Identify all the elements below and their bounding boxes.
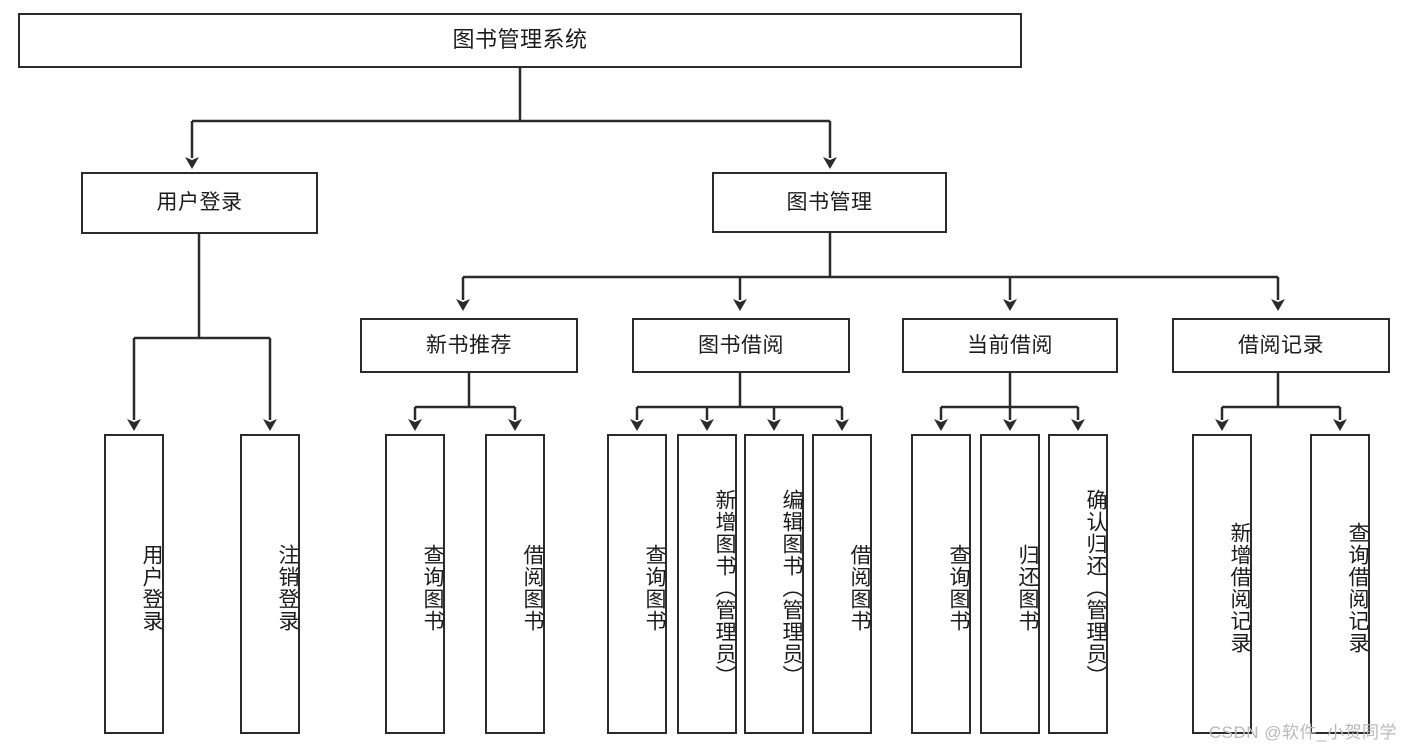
leaf-borrow-book[interactable]: 借阅图书 <box>812 434 872 734</box>
leaf-logout-label: 注销登录 <box>276 544 299 632</box>
leaf-query-book-borrow[interactable]: 查询图书 <box>607 434 667 734</box>
node-book-borrow[interactable]: 图书借阅 <box>632 318 850 373</box>
node-new-book-recommend[interactable]: 新书推荐 <box>360 318 578 373</box>
leaf-edit-book-admin[interactable]: 编辑图书（管理员） <box>744 434 804 734</box>
node-user-login[interactable]: 用户登录 <box>81 172 318 234</box>
leaf-query-book-recommend[interactable]: 查询图书 <box>385 434 445 734</box>
leaf-query-book-recommend-label: 查询图书 <box>421 544 444 632</box>
node-current-borrow[interactable]: 当前借阅 <box>902 318 1118 373</box>
leaf-borrow-book-label: 借阅图书 <box>848 544 871 632</box>
leaf-confirm-return-admin[interactable]: 确认归还（管理员） <box>1048 434 1108 734</box>
leaf-logout[interactable]: 注销登录 <box>240 434 300 734</box>
leaf-add-book-admin[interactable]: 新增图书（管理员） <box>677 434 737 734</box>
leaf-return-book-label: 归还图书 <box>1016 544 1039 632</box>
leaf-confirm-return-admin-label: 确认归还（管理员） <box>1084 489 1107 687</box>
node-book-manage[interactable]: 图书管理 <box>712 172 947 233</box>
leaf-user-login[interactable]: 用户登录 <box>104 434 164 734</box>
leaf-return-book[interactable]: 归还图书 <box>980 434 1040 734</box>
leaf-borrow-book-recommend[interactable]: 借阅图书 <box>485 434 545 734</box>
leaf-query-borrow-record[interactable]: 查询借阅记录 <box>1310 434 1370 734</box>
watermark: CSDN @软件_小贺同学 <box>1208 723 1397 742</box>
leaf-query-book-current[interactable]: 查询图书 <box>911 434 971 734</box>
node-root-system[interactable]: 图书管理系统 <box>18 13 1022 68</box>
leaf-query-book-current-label: 查询图书 <box>947 544 970 632</box>
leaf-borrow-book-recommend-label: 借阅图书 <box>521 544 544 632</box>
leaf-query-borrow-record-label: 查询借阅记录 <box>1346 522 1369 654</box>
leaf-user-login-label: 用户登录 <box>140 544 163 632</box>
leaf-edit-book-admin-label: 编辑图书（管理员） <box>780 489 803 687</box>
leaf-add-book-admin-label: 新增图书（管理员） <box>713 489 736 687</box>
leaf-add-borrow-record-label: 新增借阅记录 <box>1228 522 1251 654</box>
leaf-query-book-borrow-label: 查询图书 <box>643 544 666 632</box>
node-borrow-record[interactable]: 借阅记录 <box>1172 318 1390 373</box>
leaf-add-borrow-record[interactable]: 新增借阅记录 <box>1192 434 1252 734</box>
